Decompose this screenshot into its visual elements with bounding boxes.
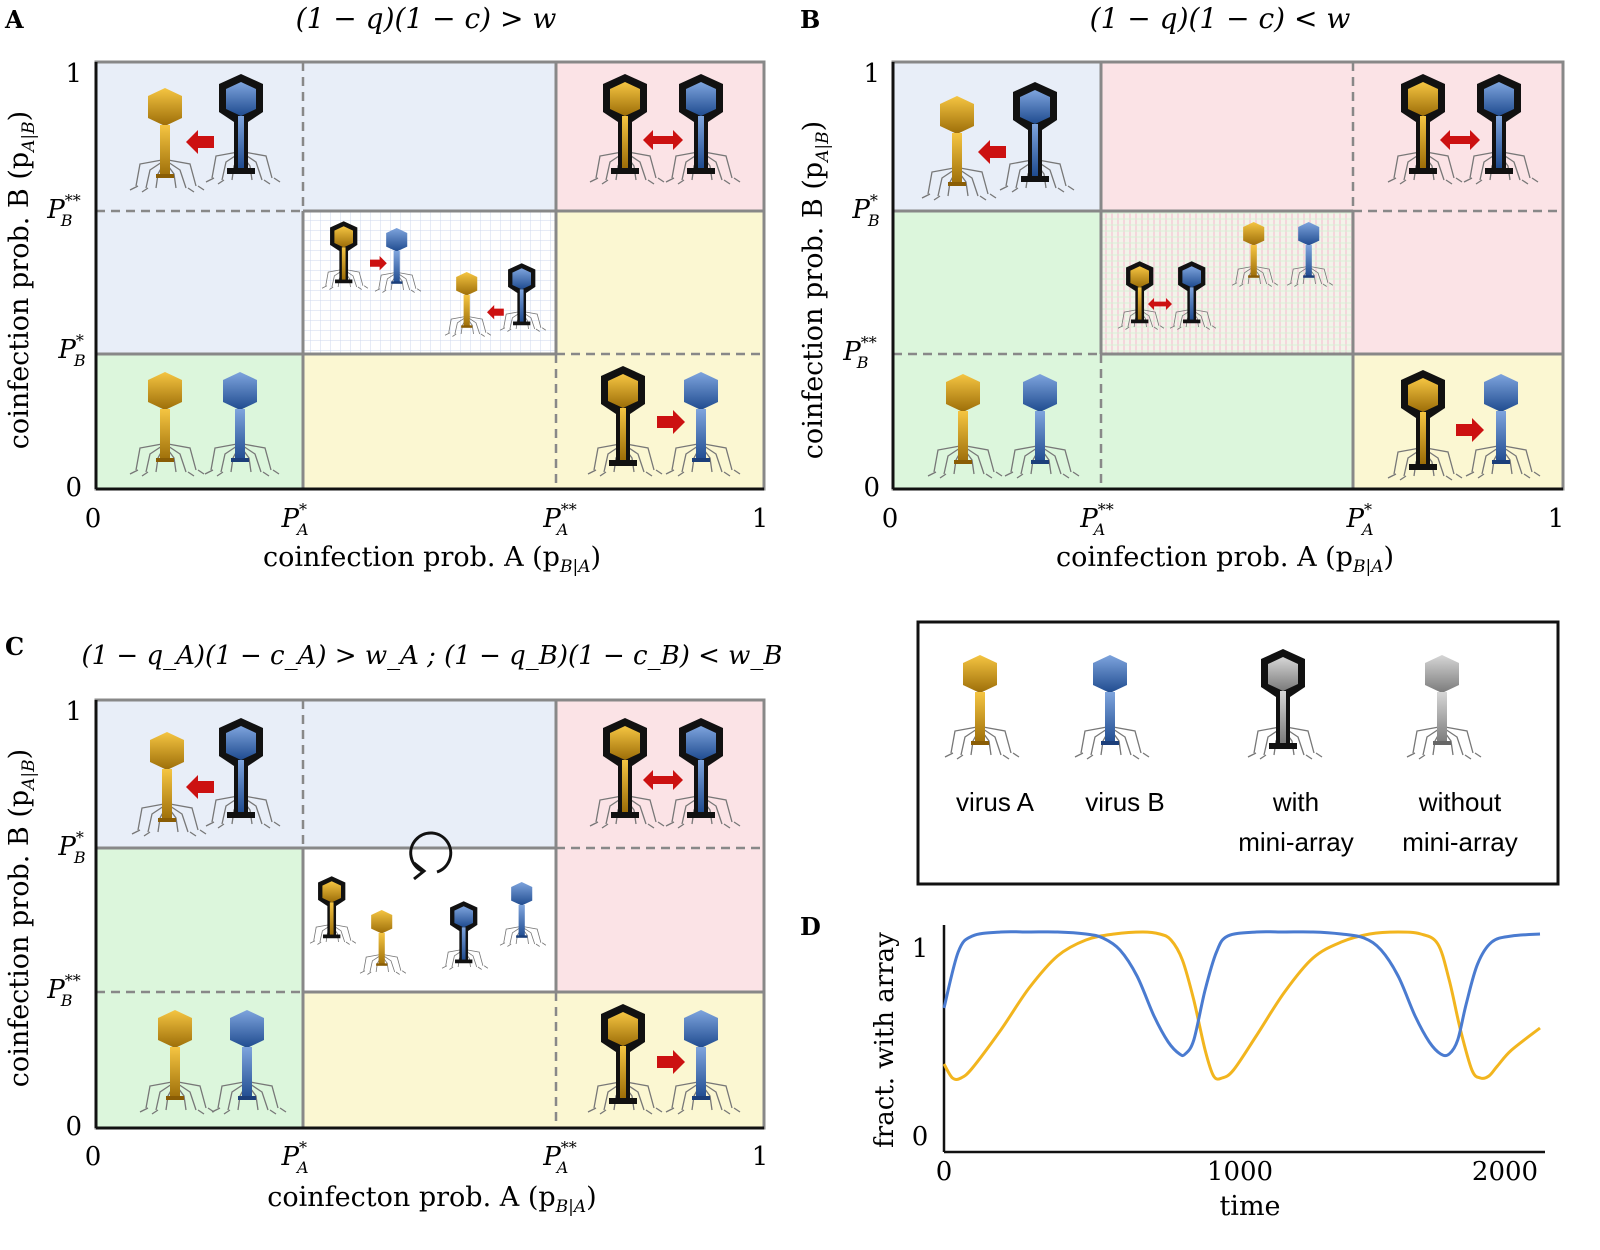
legend-with-label-2: mini-array xyxy=(1238,827,1354,857)
legend-virus-b-label: virus B xyxy=(1085,787,1164,817)
panel-c-ytick-one: 1 xyxy=(65,697,82,727)
panel-a-ytick-2: P**B xyxy=(46,191,81,230)
panel-b: B (1 − q)(1 − c) < w 0 P**A P*A xyxy=(798,2,1565,577)
legend: virus A virus B with mini-array without … xyxy=(916,620,1560,886)
panel-d-ytick-0: 0 xyxy=(912,1122,929,1152)
panel-d-ytick-1: 1 xyxy=(912,934,929,964)
panel-d-xlabel: time xyxy=(1219,1191,1280,1222)
panel-d-xtick-0: 0 xyxy=(936,1157,953,1187)
panel-b-xlabel: coinfection prob. A (pB|A) xyxy=(1056,542,1394,577)
panel-b-xtick-one: 1 xyxy=(1548,504,1565,534)
series-line-yellow xyxy=(942,930,1541,1081)
panel-a: A (1 − q)(1 − c) > w 0 P*A P**A xyxy=(4,2,768,577)
cycle-icon xyxy=(409,831,453,881)
panel-c-solid-borders xyxy=(96,700,764,1128)
panel-c-ylabel: coinfection prob. B (pA|B) xyxy=(4,749,39,1087)
panel-a-ytick-1: P*B xyxy=(57,331,86,370)
panel-c-viruses xyxy=(132,718,740,1114)
panel-c-xlabel: coinfecton prob. A (pB|A) xyxy=(267,1182,596,1217)
panel-a-solid-borders xyxy=(96,62,764,489)
panel-c: C (1 − q_A)(1 − c_A) > w_A ; (1 − q_B)(1… xyxy=(4,632,783,1217)
panel-a-xtick-1: P*A xyxy=(280,500,308,539)
panel-b-xtick-1: P**A xyxy=(1079,500,1114,539)
panel-a-ytick-one: 1 xyxy=(65,59,82,89)
panel-c-xtick-1: P*A xyxy=(280,1138,308,1177)
panel-d-ylabel: fract. with array xyxy=(870,932,900,1148)
panel-a-condition: (1 − q)(1 − c) > w xyxy=(296,2,557,35)
panel-c-condition: (1 − q_A)(1 − c_A) > w_A ; (1 − q_B)(1 −… xyxy=(81,641,782,671)
panel-letter-a: A xyxy=(4,5,24,34)
panel-c-ytick-0: 0 xyxy=(65,1112,82,1142)
panel-a-dashed-borders xyxy=(96,62,764,489)
legend-virus-a-label: virus A xyxy=(956,787,1035,817)
panel-d-xtick-1000: 1000 xyxy=(1207,1157,1273,1187)
panel-b-xtick-2: P*A xyxy=(1345,500,1373,539)
panel-b-dashed-borders xyxy=(893,62,1563,489)
panel-c-ytick-1: P**B xyxy=(46,971,81,1010)
legend-with-label-1: with xyxy=(1272,787,1319,817)
panel-letter-c: C xyxy=(5,632,24,661)
panel-a-ytick-0: 0 xyxy=(65,473,82,503)
panel-d-xtick-2000: 2000 xyxy=(1472,1157,1538,1187)
series-line-blue xyxy=(942,930,1541,1058)
panel-b-ytick-2: P*B xyxy=(851,191,880,230)
panel-d: D 1 0 0 1000 2000 time fract. with array xyxy=(800,912,1545,1222)
panel-b-ytick-one: 1 xyxy=(863,59,880,89)
panel-d-series xyxy=(942,930,1541,1081)
panel-a-xlabel: coinfection prob. A (pB|A) xyxy=(263,542,601,577)
panel-b-condition: (1 − q)(1 − c) < w xyxy=(1090,2,1351,35)
panel-c-ytick-2: P*B xyxy=(57,828,86,867)
panel-c-xtick-0: 0 xyxy=(85,1142,102,1172)
panel-c-dashed-borders xyxy=(96,700,764,1128)
panel-b-regions xyxy=(893,62,1563,489)
panel-c-regions xyxy=(96,700,764,1128)
panel-b-ylabel: coinfection prob. B (pA|B) xyxy=(798,121,833,459)
panel-a-xtick-0: 0 xyxy=(85,504,102,534)
panel-b-solid-borders xyxy=(893,62,1563,489)
panel-b-ytick-1: P**B xyxy=(842,333,877,372)
panel-letter-b: B xyxy=(800,5,820,34)
panel-letter-d: D xyxy=(800,912,821,941)
panel-c-xtick-one: 1 xyxy=(752,1142,769,1172)
panel-a-xtick-one: 1 xyxy=(752,504,769,534)
legend-without-label-1: without xyxy=(1418,787,1502,817)
panel-b-ytick-0: 0 xyxy=(863,473,880,503)
panel-a-xtick-2: P**A xyxy=(542,500,577,539)
legend-without-label-2: mini-array xyxy=(1402,827,1518,857)
panel-c-xtick-2: P**A xyxy=(542,1138,577,1177)
panel-b-xtick-0: 0 xyxy=(882,504,899,534)
panel-a-ylabel: coinfection prob. B (pA|B) xyxy=(4,111,39,449)
